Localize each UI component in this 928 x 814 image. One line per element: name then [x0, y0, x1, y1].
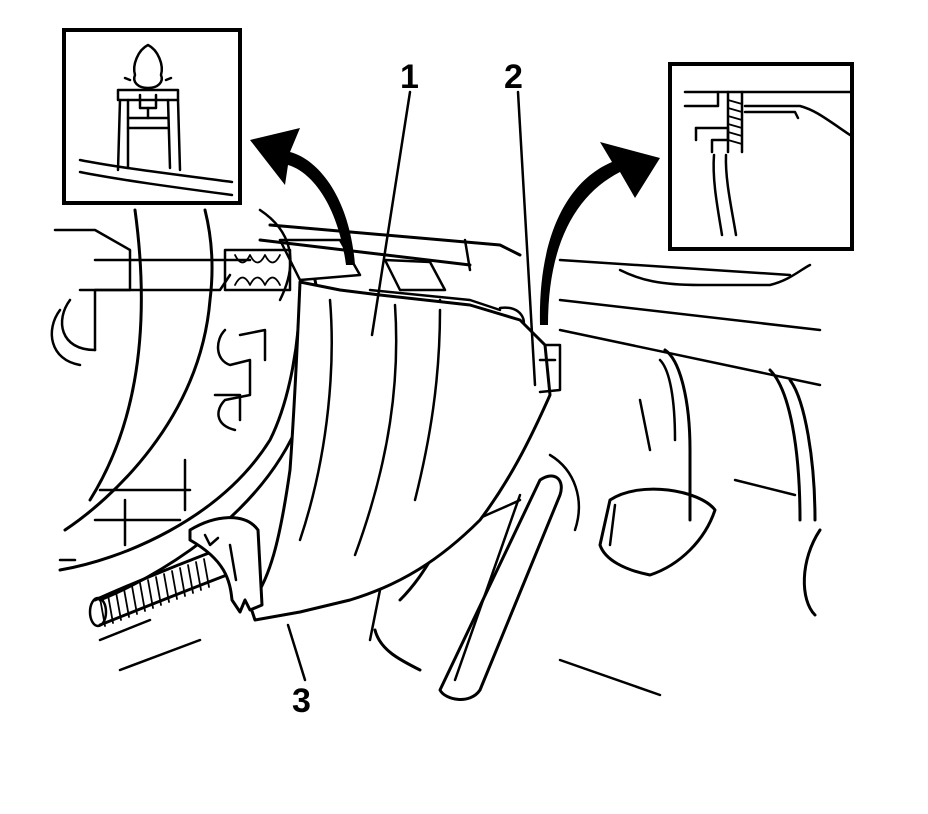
callout-2: 2 — [504, 58, 523, 96]
pedal-area — [598, 348, 822, 617]
inset-left — [62, 28, 242, 205]
callout-1: 1 — [400, 58, 419, 96]
leader-3 — [286, 623, 307, 682]
push-pin-retainer-icon — [78, 43, 234, 197]
inset-right — [668, 62, 854, 251]
threaded-stud-fastener-icon — [683, 90, 852, 237]
leader-2 — [516, 90, 537, 387]
steering-column-area — [50, 208, 292, 432]
close-out-panel — [248, 280, 562, 622]
arrow-to-right-inset — [539, 142, 660, 325]
callout-3: 3 — [292, 682, 311, 720]
callout-leaders — [286, 90, 537, 682]
floor-outlines — [368, 453, 662, 701]
panel-lower-bracket — [188, 516, 264, 614]
leader-1 — [370, 90, 412, 337]
arrow-to-left-inset — [250, 128, 355, 265]
wiring-conduit — [88, 543, 242, 628]
